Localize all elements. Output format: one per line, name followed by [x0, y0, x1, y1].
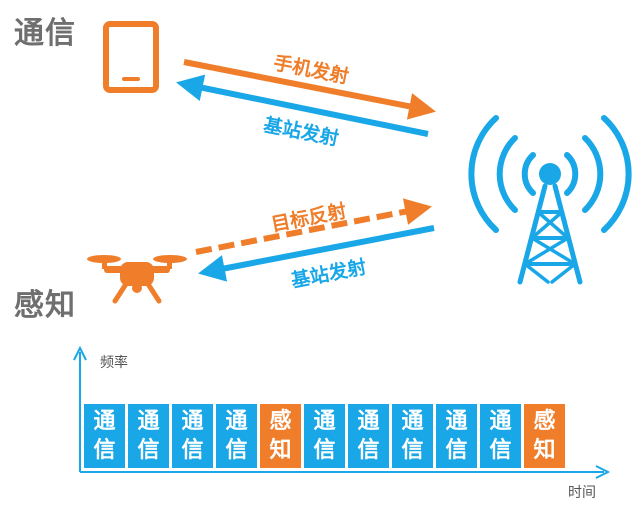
- target-reflect-label: 目标反射: [269, 199, 348, 236]
- time-axis-label: 时间: [568, 485, 596, 501]
- sensing-title: 感知: [14, 288, 76, 323]
- communication-slot: 通信: [128, 404, 169, 468]
- sensing-slot: 感知: [260, 404, 301, 468]
- bs-tx-top-label: 基站发射: [261, 113, 341, 150]
- slot-char-bottom: 信: [401, 438, 424, 463]
- slot-char-bottom: 信: [225, 438, 248, 463]
- communication-slot: 通信: [304, 404, 345, 468]
- phone-icon: [103, 21, 159, 93]
- phone-tx-arrow: [183, 59, 436, 120]
- slot-char-top: 通: [225, 409, 248, 434]
- slot-char-bottom: 信: [445, 438, 468, 463]
- communication-slot: 通信: [172, 404, 213, 468]
- slot-char-top: 通: [181, 409, 204, 434]
- drone-icon: [87, 255, 187, 304]
- communication-slot: 通信: [436, 404, 477, 468]
- slot-char-bottom: 信: [313, 438, 336, 463]
- slot-char-bottom: 信: [489, 438, 512, 463]
- slot-char-bottom: 信: [93, 438, 116, 463]
- communication-slot: 通信: [216, 404, 257, 468]
- slot-char-top: 感: [269, 409, 292, 434]
- slot-char-top: 通: [93, 409, 116, 434]
- frequency-axis-label: 频率: [100, 355, 128, 371]
- communication-slot: 通信: [392, 404, 433, 468]
- slot-char-bottom: 信: [357, 438, 380, 463]
- slot-char-top: 通: [137, 409, 160, 434]
- communication-title: 通信: [14, 16, 76, 51]
- communication-slot: 通信: [84, 404, 125, 468]
- slot-char-top: 通: [313, 409, 336, 434]
- slot-char-top: 通: [445, 409, 468, 434]
- bs-tx-bottom-label: 基站发射: [288, 255, 368, 292]
- communication-slot: 通信: [480, 404, 521, 468]
- bs-tx-bottom-arrow: [198, 225, 435, 282]
- cell-tower-icon: [468, 115, 632, 285]
- slot-char-bottom: 知: [533, 438, 556, 463]
- slot-char-bottom: 信: [137, 438, 160, 463]
- sensing-slot: 感知: [524, 404, 565, 468]
- target-reflect-arrow: [195, 198, 432, 255]
- bs-tx-top-arrow: [176, 74, 429, 137]
- slot-char-top: 通: [401, 409, 424, 434]
- slot-char-top: 通: [489, 409, 512, 434]
- slot-char-top: 通: [357, 409, 380, 434]
- slot-char-bottom: 信: [181, 438, 204, 463]
- slot-char-bottom: 知: [269, 438, 292, 463]
- slot-char-top: 感: [533, 409, 556, 434]
- time-frequency-axes: [73, 345, 611, 479]
- communication-slot: 通信: [348, 404, 389, 468]
